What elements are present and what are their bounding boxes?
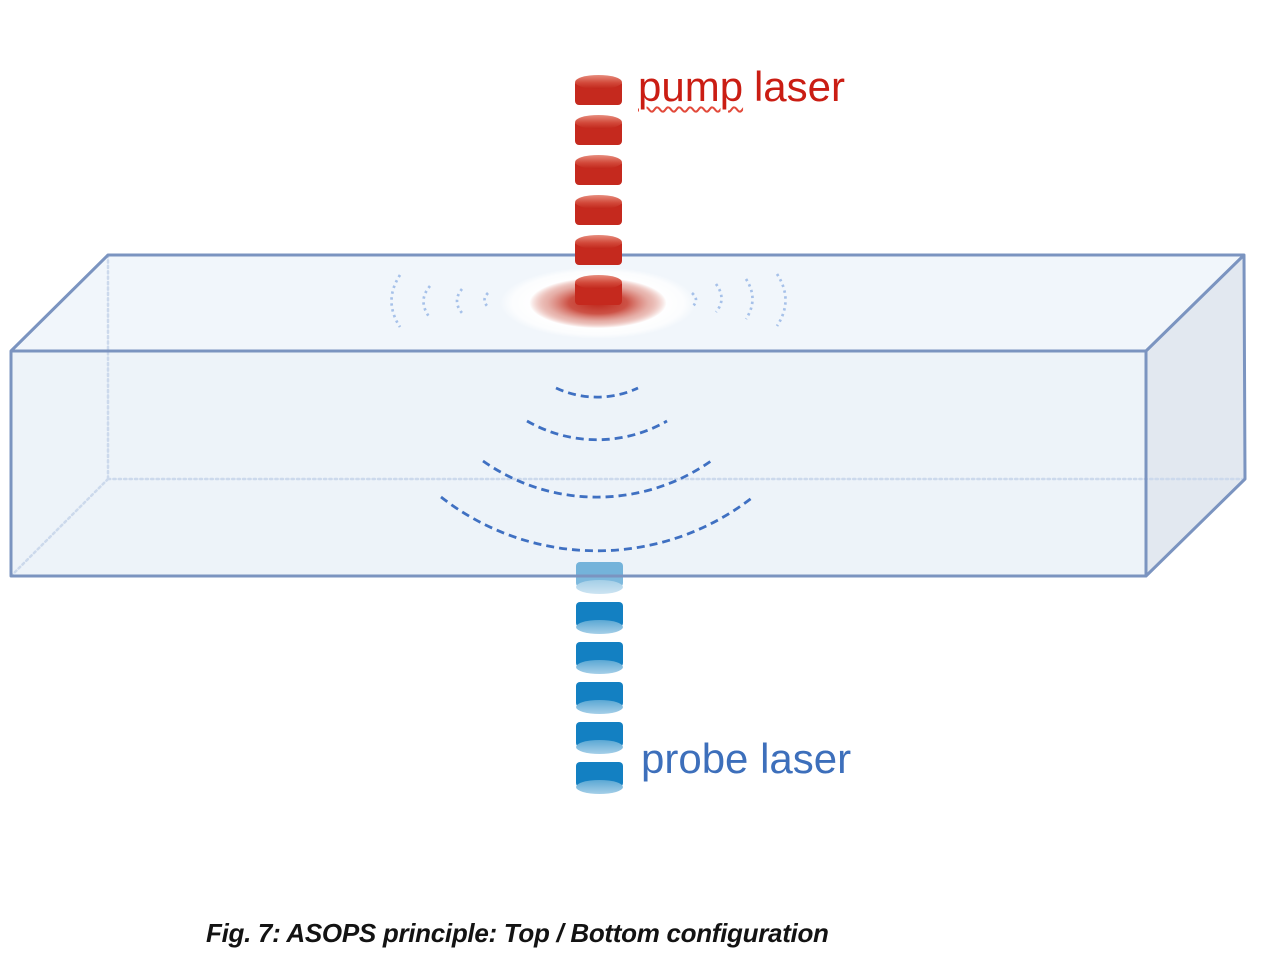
sample-block-front-face: [11, 351, 1146, 576]
pump-pulse: [575, 75, 622, 105]
surface-ripples-left: [390, 274, 490, 328]
surface-wave-ripple: [691, 291, 698, 309]
pump-pulse: [575, 195, 622, 225]
acoustic-wavefront-arc: [440, 495, 754, 553]
probe-pulse: [576, 722, 623, 754]
acoustic-wavefront-arc: [526, 419, 668, 442]
pump-laser-label-word2: laser: [753, 63, 846, 110]
acoustic-wavefront-arc: [555, 386, 639, 399]
probe-pulse: [576, 602, 623, 634]
probe-pulse: [576, 682, 623, 714]
block-outline-edge: [9, 253, 1247, 578]
sample-block-edges: [9, 253, 1247, 578]
figure-caption: Fig. 7: ASOPS principle: Top / Bottom co…: [206, 918, 829, 948]
probe-pulse: [576, 642, 623, 674]
pump-laser-label-word1: pump: [638, 63, 744, 110]
pump-pulse: [575, 235, 622, 265]
surface-ripples-right: [691, 273, 787, 327]
probe-pulse: [576, 762, 623, 794]
probe-beam: [576, 602, 623, 794]
probe-laser-label: probe laser: [641, 735, 852, 782]
bulk-wavefronts: [440, 386, 754, 553]
pump-pulse: [575, 275, 622, 305]
surface-wave-ripple: [483, 292, 490, 308]
hidden-edge-bottom-left: [9, 477, 110, 578]
surface-wave-ripple: [455, 288, 464, 314]
sample-block-hidden-edges: [9, 253, 1247, 578]
pump-pulse: [575, 155, 622, 185]
pump-pulse: [575, 115, 622, 145]
pump-beam: [575, 75, 622, 305]
probe-pulse-entering: [576, 562, 623, 594]
acoustic-wavefront-arc: [482, 459, 712, 499]
surface-wave-ripple: [422, 285, 432, 319]
sample-block-right-face: [1146, 255, 1245, 576]
